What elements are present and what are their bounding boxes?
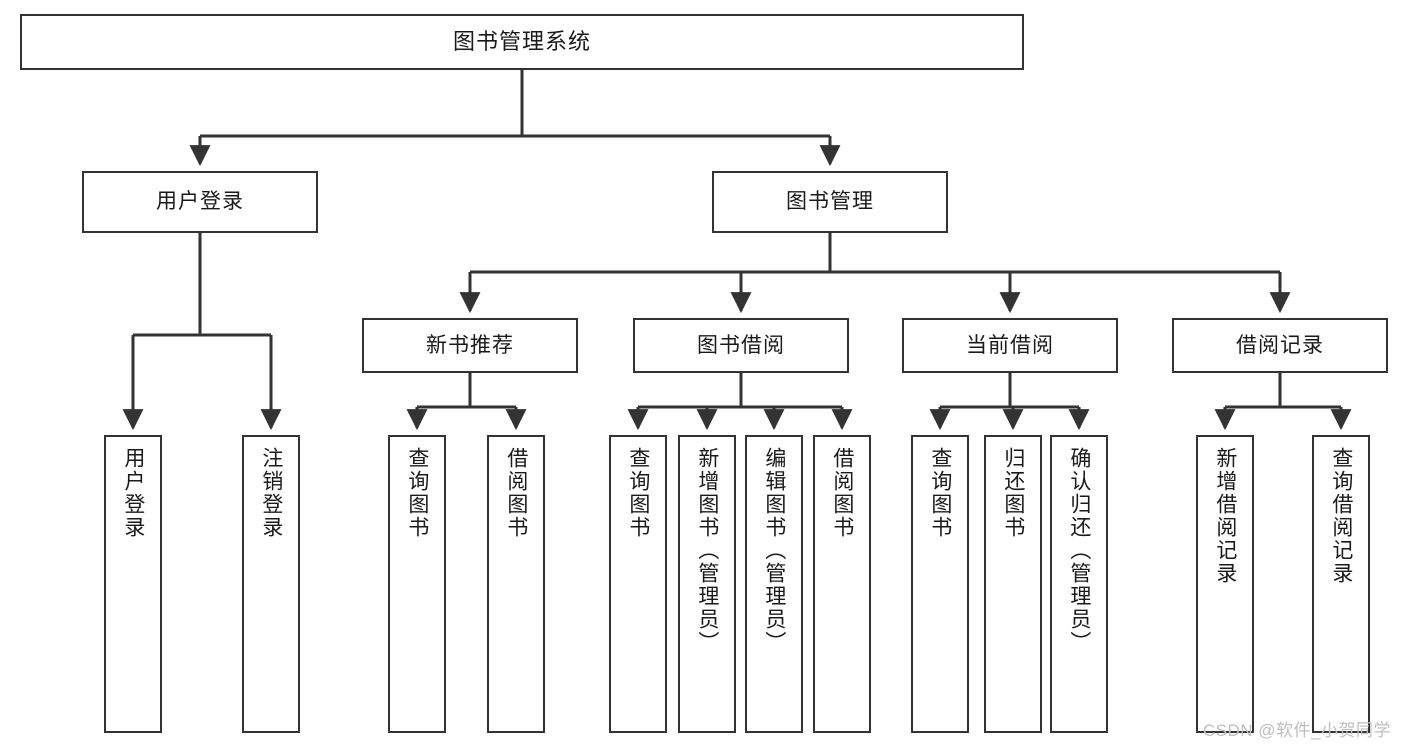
leaf-borrow-borrow-book[interactable]: 借阅图书 xyxy=(813,435,871,733)
leaf-current-return-book-label: 归还图书 xyxy=(1001,447,1025,539)
node-book-manage-label: 图书管理 xyxy=(786,190,874,214)
node-borrow-record-label: 借阅记录 xyxy=(1236,333,1324,357)
leaf-borrow-edit-book[interactable]: 编辑图书（管理员） xyxy=(745,435,803,733)
leaf-record-search[interactable]: 查询借阅记录 xyxy=(1312,435,1370,733)
leaf-borrow-query-book[interactable]: 查询图书 xyxy=(609,435,667,733)
leaf-recommend-borrow-book[interactable]: 借阅图书 xyxy=(487,435,545,733)
leaf-record-add-label: 新增借阅记录 xyxy=(1213,447,1237,585)
node-user-login-label: 用户登录 xyxy=(156,190,244,214)
leaf-current-query-book[interactable]: 查询图书 xyxy=(911,435,969,733)
leaf-current-query-book-label: 查询图书 xyxy=(928,447,952,539)
leaf-borrow-edit-book-label: 编辑图书（管理员） xyxy=(762,447,786,654)
node-root[interactable]: 图书管理系统 xyxy=(20,14,1024,70)
leaf-recommend-query-book-label: 查询图书 xyxy=(405,447,429,539)
leaf-borrow-add-book[interactable]: 新增图书（管理员） xyxy=(678,435,736,733)
node-new-book-recommend-label: 新书推荐 xyxy=(426,333,514,357)
node-book-manage[interactable]: 图书管理 xyxy=(712,171,948,233)
leaf-current-confirm-return-label: 确认归还（管理员） xyxy=(1067,447,1091,654)
leaf-logout-label: 注销登录 xyxy=(259,447,283,539)
leaf-recommend-query-book[interactable]: 查询图书 xyxy=(388,435,446,733)
leaf-borrow-borrow-book-label: 借阅图书 xyxy=(830,447,854,539)
leaf-record-search-label: 查询借阅记录 xyxy=(1329,447,1353,585)
node-book-borrow-label: 图书借阅 xyxy=(697,333,785,357)
watermark: CSDN @软件_小贺同学 xyxy=(1202,721,1391,740)
leaf-user-login-label: 用户登录 xyxy=(121,447,145,539)
node-new-book-recommend[interactable]: 新书推荐 xyxy=(362,318,578,373)
leaf-current-confirm-return[interactable]: 确认归还（管理员） xyxy=(1050,435,1108,733)
leaf-user-login[interactable]: 用户登录 xyxy=(104,435,162,733)
leaf-borrow-query-book-label: 查询图书 xyxy=(626,447,650,539)
leaf-current-return-book[interactable]: 归还图书 xyxy=(984,435,1042,733)
node-current-borrow-label: 当前借阅 xyxy=(966,333,1054,357)
leaf-record-add[interactable]: 新增借阅记录 xyxy=(1196,435,1254,733)
node-book-borrow[interactable]: 图书借阅 xyxy=(633,318,849,373)
leaf-recommend-borrow-book-label: 借阅图书 xyxy=(504,447,528,539)
leaf-borrow-add-book-label: 新增图书（管理员） xyxy=(695,447,719,654)
leaf-logout[interactable]: 注销登录 xyxy=(242,435,300,733)
node-current-borrow[interactable]: 当前借阅 xyxy=(902,318,1118,373)
node-user-login[interactable]: 用户登录 xyxy=(82,171,318,233)
node-root-label: 图书管理系统 xyxy=(452,28,591,54)
node-borrow-record[interactable]: 借阅记录 xyxy=(1172,318,1388,373)
